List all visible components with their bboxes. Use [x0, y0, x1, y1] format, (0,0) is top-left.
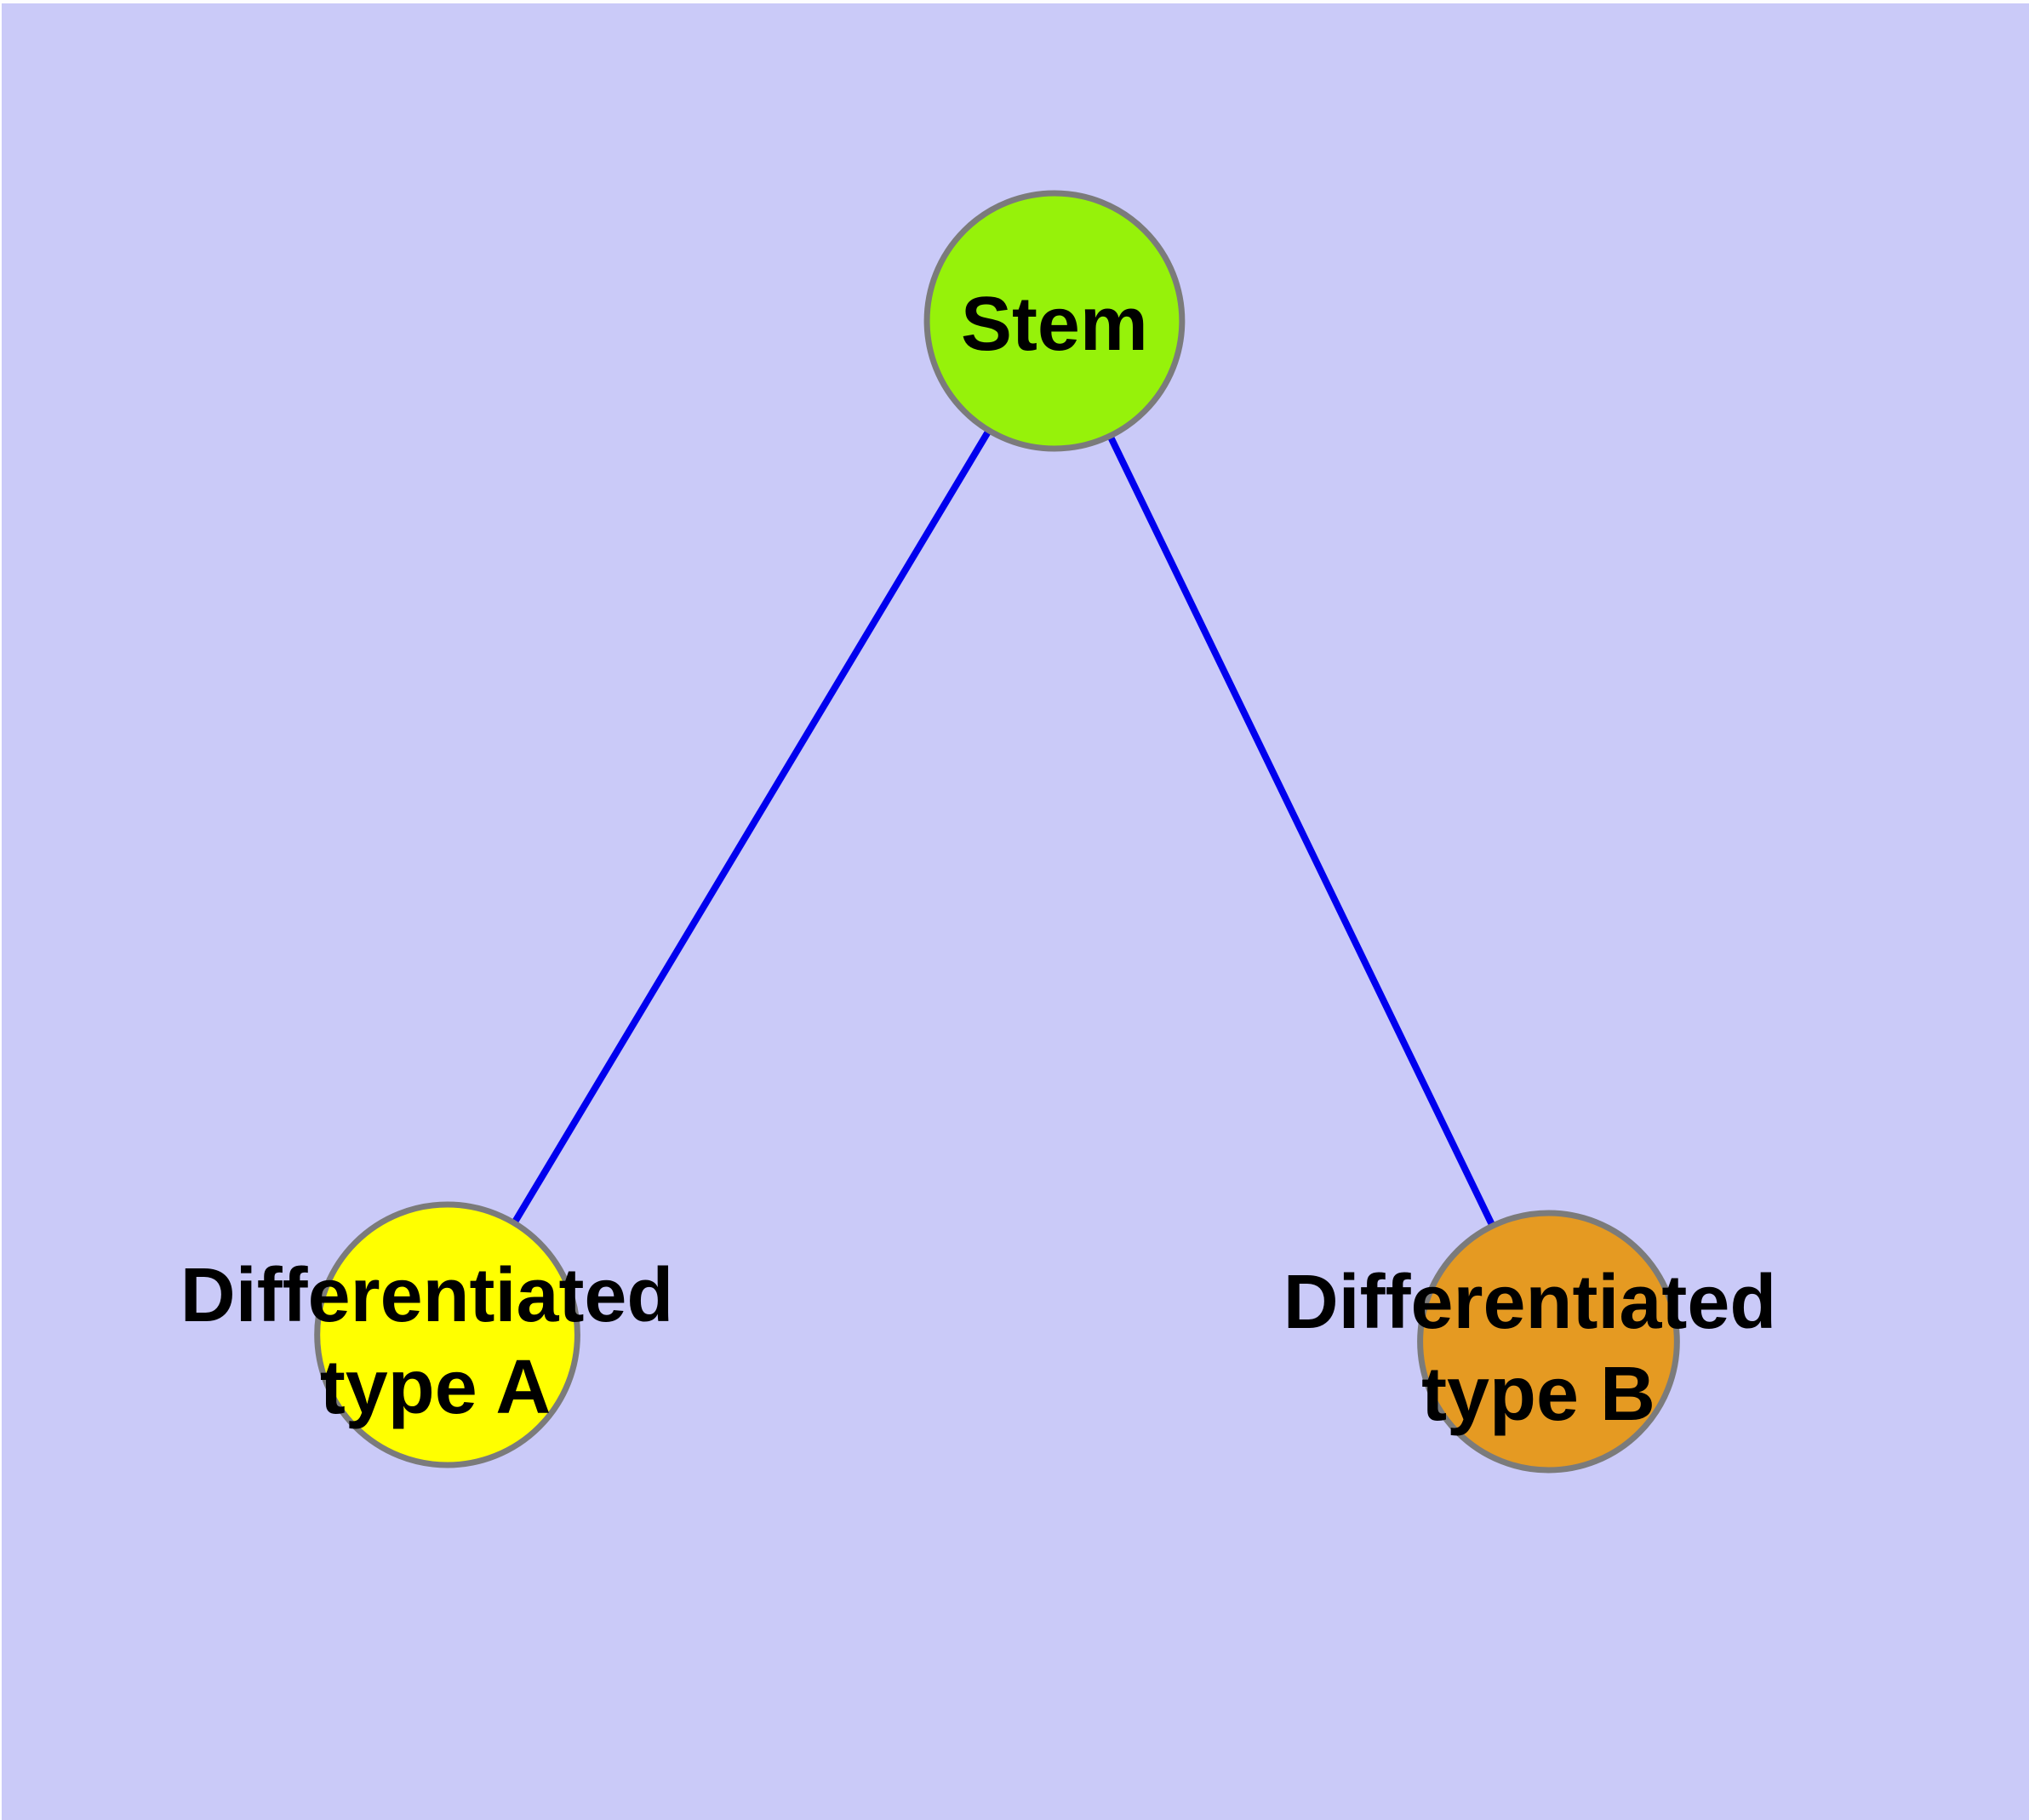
node-stem-label: Stem — [961, 282, 1148, 367]
edge-stem-to-type-b — [1051, 319, 1552, 1343]
label-group: Stem Differentiated type A Differentiate… — [180, 282, 1776, 1437]
node-type-a-label-line1: Differentiated — [180, 1253, 674, 1338]
node-group — [314, 190, 1680, 1474]
node-type-b-label-line1: Differentiated — [1283, 1260, 1777, 1345]
graph-svg: Stem Differentiated type A Differentiate… — [180, 190, 1776, 1474]
edge-group — [444, 318, 1552, 1343]
node-stem-circle — [923, 190, 1186, 452]
node-type-b-label-line2: type B — [1421, 1352, 1655, 1437]
node-type-a-label-line2: type A — [320, 1345, 551, 1430]
edge-stem-to-type-a — [444, 318, 1058, 1337]
node-type-b-circle — [1417, 1210, 1680, 1474]
node-type-a-circle — [314, 1201, 580, 1468]
